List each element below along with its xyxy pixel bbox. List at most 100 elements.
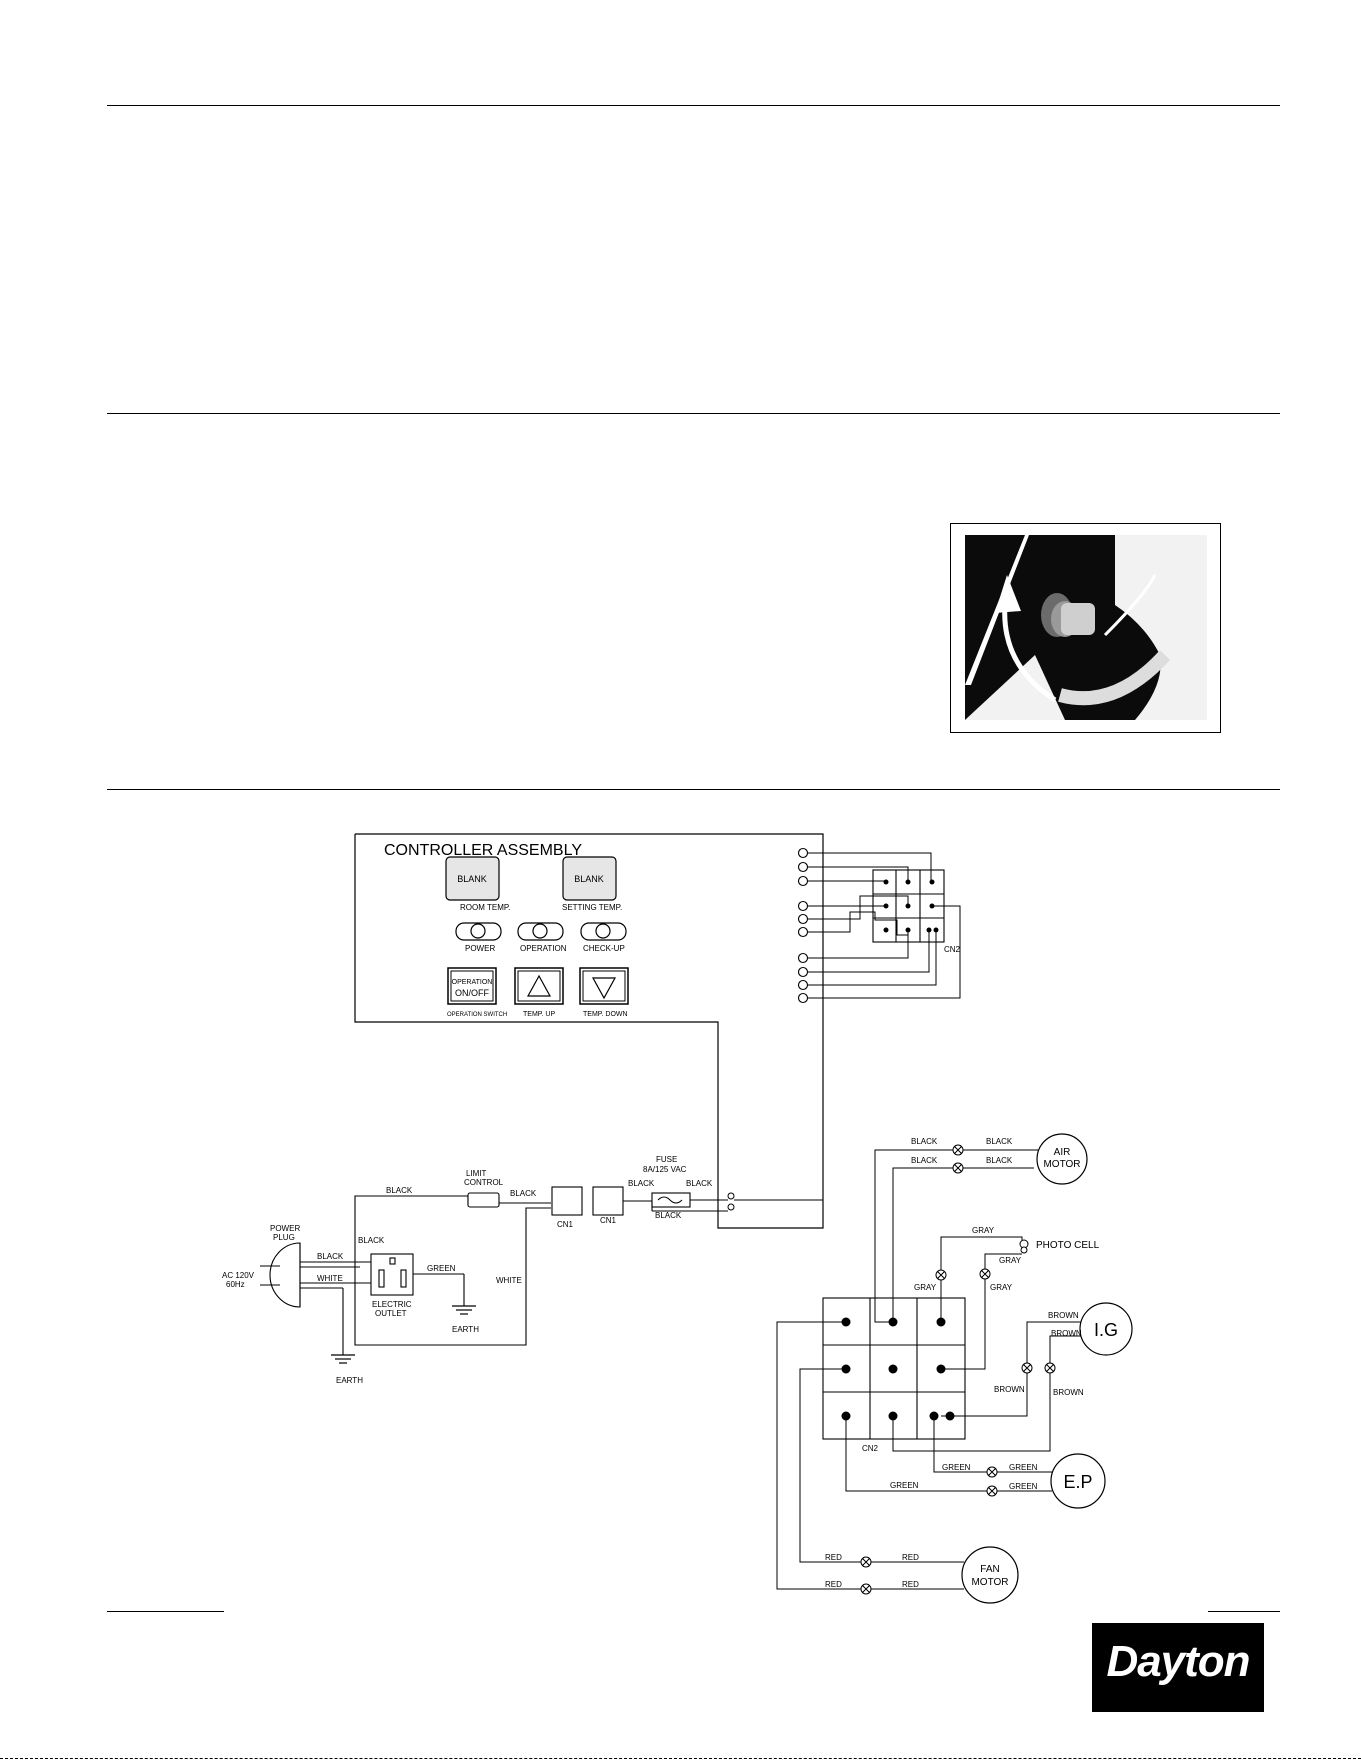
outlet-black-wire-label: BLACK xyxy=(358,1236,385,1245)
wire-connector-x xyxy=(860,1144,1056,1595)
wire-label-2: ROOM TEMP. xyxy=(460,903,510,912)
outlet-label-1: ELECTRIC xyxy=(372,1300,412,1309)
room-temp-display: BLANK ROOM TEMP. xyxy=(445,856,510,912)
wire-label-54: BROWN xyxy=(1048,1311,1079,1320)
earth-plug-label: EARTH xyxy=(336,1376,363,1385)
power-plug-body xyxy=(269,1242,301,1308)
wire-label-65: RED xyxy=(902,1580,919,1589)
cn1-right-connector xyxy=(592,1186,624,1216)
checkup-lamp-label: CHECK-UP xyxy=(583,944,625,953)
limit-black-wire-label: BLACK xyxy=(510,1189,537,1198)
cn1-right-label: CN1 xyxy=(600,1216,617,1225)
photo-knob-arrow xyxy=(965,535,1207,720)
fuse-symbol xyxy=(651,1192,691,1208)
earth-outlet-label: EARTH xyxy=(452,1325,479,1334)
fuse-black-right-label: BLACK xyxy=(686,1179,713,1188)
triangle-up-icon xyxy=(526,974,552,997)
limit-control-label-1: LIMIT xyxy=(466,1169,487,1178)
ig-label: I.G xyxy=(1094,1320,1118,1340)
small-cn2-label: CN2 xyxy=(944,945,961,954)
ig-igniter xyxy=(1079,1302,1133,1356)
wire-label-50: GRAY xyxy=(972,1226,995,1235)
photo-cell-label: PHOTO CELL xyxy=(1036,1240,1100,1251)
large-cn2-label: CN2 xyxy=(862,1444,879,1453)
operation-switch-button: OPERATION ON/OFF OPERATION SWITCH xyxy=(447,967,507,1018)
fuse-black-bottom-label: BLACK xyxy=(655,1211,682,1220)
temp-up-button: TEMP. UP xyxy=(514,967,564,1018)
wire-label-63: RED xyxy=(902,1553,919,1562)
air-motor-label-1: AIR xyxy=(1054,1147,1071,1158)
wire-label-62: RED xyxy=(825,1553,842,1562)
fuse-black-left-label: BLACK xyxy=(628,1179,655,1188)
wire-label-3: BLANK xyxy=(574,874,604,884)
power-plug-label-2: PLUG xyxy=(273,1233,295,1242)
electric-outlet xyxy=(370,1253,414,1296)
ac-label-2: 60Hz xyxy=(226,1280,245,1289)
outlet-label-2: OUTLET xyxy=(375,1309,407,1318)
fuse-label-2: 8A/125 VAC xyxy=(643,1165,687,1174)
air-motor-label-2: MOTOR xyxy=(1043,1159,1080,1170)
top-black-wire-label: BLACK xyxy=(386,1186,413,1195)
wire-label-12: TEMP. DOWN xyxy=(583,1011,628,1018)
air-motor xyxy=(1036,1133,1088,1185)
wire-label-8: OPERATION xyxy=(452,979,493,986)
controller-box-outline xyxy=(354,833,824,1229)
fan-motor-label-2: MOTOR xyxy=(971,1577,1008,1588)
dayton-logo: Dayton xyxy=(1092,1623,1264,1712)
wire-label-9: ON/OFF xyxy=(455,988,489,998)
footer-rule-right xyxy=(1208,1611,1280,1612)
wire-label-10: OPERATION SWITCH xyxy=(447,1012,507,1018)
wire-label-48: BLACK xyxy=(986,1156,1013,1165)
plug-white-wire-label: WHITE xyxy=(317,1274,343,1283)
ep-electric-pump xyxy=(1050,1453,1106,1509)
wire-label-1: BLANK xyxy=(457,874,487,884)
section-rule-middle xyxy=(107,413,1280,414)
page-bottom-edge xyxy=(0,1758,1361,1759)
wire-label-46: BLACK xyxy=(986,1137,1013,1146)
fan-motor-label-1: FAN xyxy=(980,1564,999,1575)
wire-label-4: SETTING TEMP. xyxy=(562,903,622,912)
setting-temp-display: BLANK SETTING TEMP. xyxy=(562,856,622,912)
controller-title: CONTROLLER ASSEMBLY xyxy=(384,842,582,859)
wire-label-47: BLACK xyxy=(911,1156,938,1165)
power-plug-label-1: POWER xyxy=(270,1224,300,1233)
cn1-left-label: CN1 xyxy=(557,1220,574,1229)
fuse-label-1: FUSE xyxy=(656,1155,677,1164)
ac-label-1: AC 120V xyxy=(222,1271,255,1280)
wire-label-56: BROWN xyxy=(994,1385,1025,1394)
wire-label-51: GRAY xyxy=(999,1256,1022,1265)
wire-label-45: BLACK xyxy=(911,1137,938,1146)
section-rule-top xyxy=(107,105,1280,106)
fan-motor xyxy=(961,1546,1019,1604)
wire-label-64: RED xyxy=(825,1580,842,1589)
triangle-down-icon xyxy=(591,977,617,1000)
temp-down-button: TEMP. DOWN xyxy=(579,967,629,1018)
dayton-logo-text: Dayton xyxy=(1106,1637,1250,1686)
wire-label-11: TEMP. UP xyxy=(523,1011,555,1018)
wire-label-60: GREEN xyxy=(890,1481,919,1490)
wire-label-53: GRAY xyxy=(990,1283,1013,1292)
limit-control xyxy=(467,1192,500,1208)
controller-terminals xyxy=(797,847,809,1004)
wire-label-61: GREEN xyxy=(1009,1482,1038,1491)
white-main-wire-label: WHITE xyxy=(496,1276,522,1285)
cn1-left-connector xyxy=(551,1186,583,1216)
photo-cell-terminal xyxy=(1019,1239,1029,1254)
section-rule-wiring xyxy=(107,789,1280,790)
knob-photo xyxy=(950,523,1221,733)
wire-label-52: GRAY xyxy=(914,1283,937,1292)
ep-label: E.P xyxy=(1063,1472,1092,1492)
wire-label-57: BROWN xyxy=(1053,1388,1084,1397)
power-lamp-label: POWER xyxy=(465,944,495,953)
operation-lamp-label: OPERATION xyxy=(520,944,567,953)
wire-label-58: GREEN xyxy=(942,1463,971,1472)
footer-rule-left xyxy=(107,1611,224,1612)
green-wire-label: GREEN xyxy=(427,1264,456,1273)
wire-label-59: GREEN xyxy=(1009,1463,1038,1472)
wire-label-55: BROWN xyxy=(1051,1329,1082,1338)
earth-ground-icon xyxy=(331,1305,476,1364)
limit-control-label-2: CONTROL xyxy=(464,1178,504,1187)
plug-black-wire-label: BLACK xyxy=(317,1252,344,1261)
knob-photo-image xyxy=(965,535,1207,720)
